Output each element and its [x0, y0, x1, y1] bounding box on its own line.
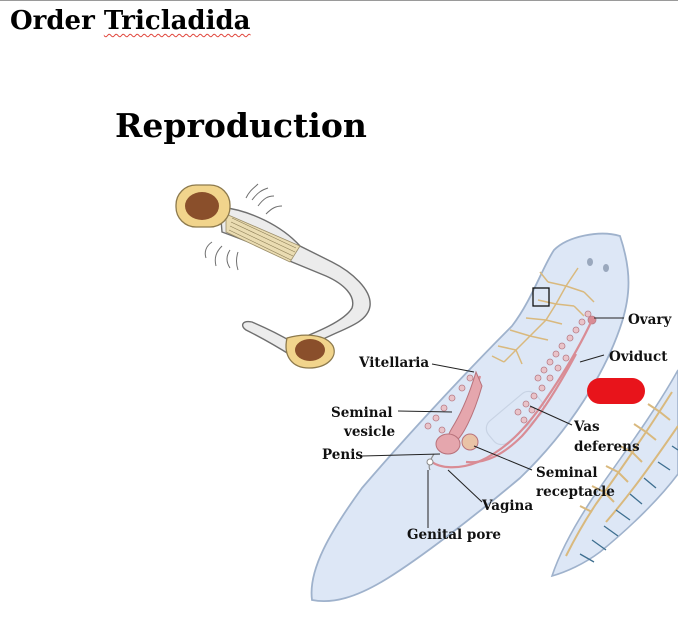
label-ovary: Ovary	[628, 312, 672, 328]
label-vas-deferens-line1: Vas	[573, 419, 600, 435]
label-vagina: Vagina	[481, 498, 533, 514]
label-vitellaria: Vitellaria	[358, 355, 429, 371]
page-title: Order Tricladida	[10, 6, 251, 36]
highlight-box	[532, 287, 550, 307]
section-heading: Reproduction	[115, 106, 367, 145]
label-seminal-receptacle-line1: Seminal	[536, 465, 597, 481]
label-penis: Penis	[322, 447, 363, 463]
label-genital-pore: Genital pore	[407, 527, 501, 543]
leader-lines	[361, 317, 624, 528]
label-oviduct: Oviduct	[609, 349, 668, 365]
partial-specimen-right	[550, 369, 678, 578]
label-seminal-vesicle-line1: Seminal	[331, 405, 392, 421]
red-redaction-mark	[587, 378, 645, 404]
label-seminal-vesicle-line2: vesicle	[343, 424, 395, 440]
label-seminal-receptacle-line2: receptacle	[536, 484, 615, 500]
title-word-order: Order	[10, 6, 95, 36]
top-border-line	[0, 0, 678, 1]
title-word-tricladida: Tricladida	[103, 6, 251, 36]
flame-cell-illustration	[175, 183, 371, 369]
label-vas-deferens-line2: deferens	[574, 439, 640, 455]
